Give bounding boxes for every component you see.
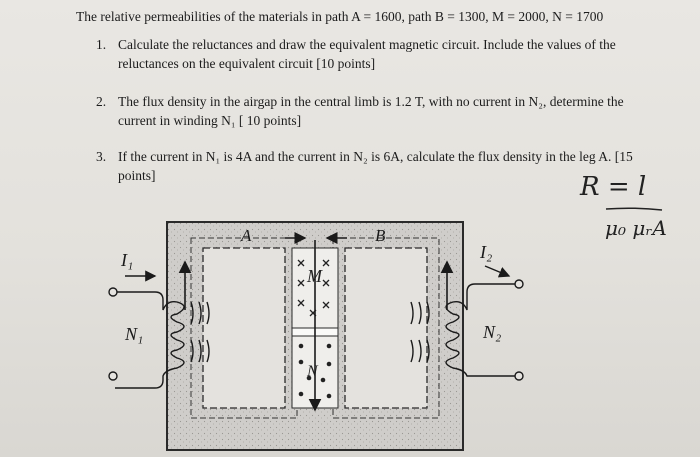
label-n1: N₁ <box>124 324 143 344</box>
question-number: 1. <box>96 37 107 52</box>
winding-n1 <box>115 291 210 389</box>
question-text: If the current in N₁ is 4A and the curre… <box>118 149 633 183</box>
label-path-a: A <box>240 226 252 245</box>
terminal-n1-bottom <box>108 371 118 381</box>
magnetic-circuit-diagram: M N A B I₁ I₂ N₁ N₂ <box>108 221 524 451</box>
left-window <box>202 247 286 409</box>
handwritten-fraction-bar <box>605 207 663 211</box>
handwritten-reluctance-numerator: R = l <box>580 172 647 202</box>
terminal-n1-top <box>108 287 118 297</box>
label-n: N <box>306 363 319 380</box>
question-3: 3. If the current in N₁ is 4A and the cu… <box>96 147 656 185</box>
terminal-n2-bottom <box>514 371 524 381</box>
label-i1: I₁ <box>120 250 133 270</box>
question-text: Calculate the reluctances and draw the e… <box>118 37 616 71</box>
question-number: 3. <box>96 149 107 164</box>
question-1: 1. Calculate the reluctances and draw th… <box>96 35 656 73</box>
right-window <box>344 247 428 409</box>
question-number: 2. <box>96 94 107 109</box>
winding-n2 <box>410 283 515 377</box>
label-i2: I₂ <box>479 242 492 262</box>
flux-path-left <box>190 237 298 419</box>
question-text: The flux density in the airgap in the ce… <box>118 94 624 128</box>
problem-statement: The relative permeabilities of the mater… <box>76 9 604 24</box>
terminal-n2-top <box>514 279 524 289</box>
label-path-b: B <box>375 226 386 245</box>
question-2: 2. The flux density in the airgap in the… <box>96 92 656 130</box>
handwritten-reluctance-denominator: μ₀ μᵣA <box>605 216 667 240</box>
current-arrow-i2 <box>484 265 511 278</box>
label-n2: N₂ <box>482 322 501 342</box>
